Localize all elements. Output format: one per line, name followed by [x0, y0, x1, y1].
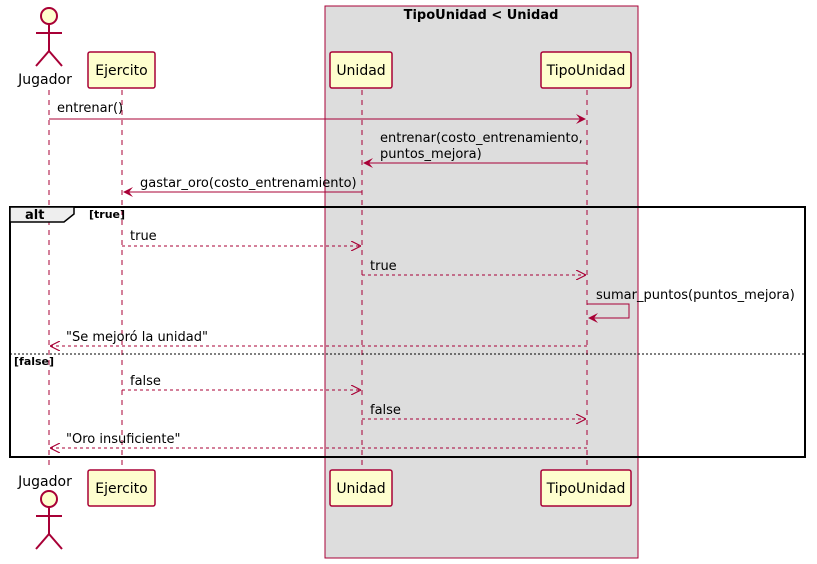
participant-ejercito-label: Ejercito — [95, 63, 147, 79]
alt-frame: alt [true] [false] — [9, 206, 806, 458]
message-oro-insuficiente-label: "Oro insuficiente" — [66, 432, 180, 447]
alt-guard-false: [false] — [14, 355, 54, 368]
alt-guard-true: [true] — [89, 208, 125, 221]
participant-ejercito-top: Ejercito — [87, 51, 156, 89]
actor-jugador-bottom: Jugador — [17, 474, 72, 550]
actor-jugador-label: Jugador — [17, 72, 72, 88]
message-entrenar-label: entrenar() — [57, 101, 123, 116]
participant-tipo-unidad-label: TipoUnidad — [546, 63, 626, 79]
participant-unidad-top: Unidad — [329, 51, 393, 89]
participant-unidad-label: Unidad — [336, 63, 385, 79]
participant-tipo-unidad-bottom: TipoUnidad — [540, 469, 632, 507]
message-sumar-puntos-arrow — [587, 303, 630, 323]
alt-keyword: alt — [25, 208, 44, 223]
participant-ejercito-bottom: Ejercito — [87, 469, 156, 507]
message-se-mejoro-label: "Se mejoró la unidad" — [66, 330, 208, 345]
message-entrenar-costo-label-line2: puntos_mejora) — [380, 147, 482, 162]
actor-jugador-top: Jugador — [17, 7, 72, 88]
participant-group-title: TipoUnidad < Unidad — [404, 8, 559, 23]
message-false-1-label: false — [130, 374, 161, 389]
participant-tipo-unidad-label-bottom: TipoUnidad — [546, 481, 626, 497]
participant-unidad-label-bottom: Unidad — [336, 481, 385, 497]
message-true-2-label: true — [370, 259, 397, 274]
participant-tipo-unidad-top: TipoUnidad — [540, 51, 632, 89]
participant-unidad-bottom: Unidad — [329, 469, 393, 507]
actor-jugador-label-bottom: Jugador — [17, 474, 72, 490]
participant-group-box — [324, 5, 639, 559]
message-true-1-label: true — [130, 229, 157, 244]
message-sumar-puntos-label: sumar_puntos(puntos_mejora) — [596, 288, 795, 303]
message-entrenar-costo-label-line1: entrenar(costo_entrenamiento, — [380, 131, 583, 146]
message-gastar-oro-label: gastar_oro(costo_entrenamiento) — [140, 176, 357, 191]
message-false-2-label: false — [370, 403, 401, 418]
participant-ejercito-label-bottom: Ejercito — [95, 481, 147, 497]
